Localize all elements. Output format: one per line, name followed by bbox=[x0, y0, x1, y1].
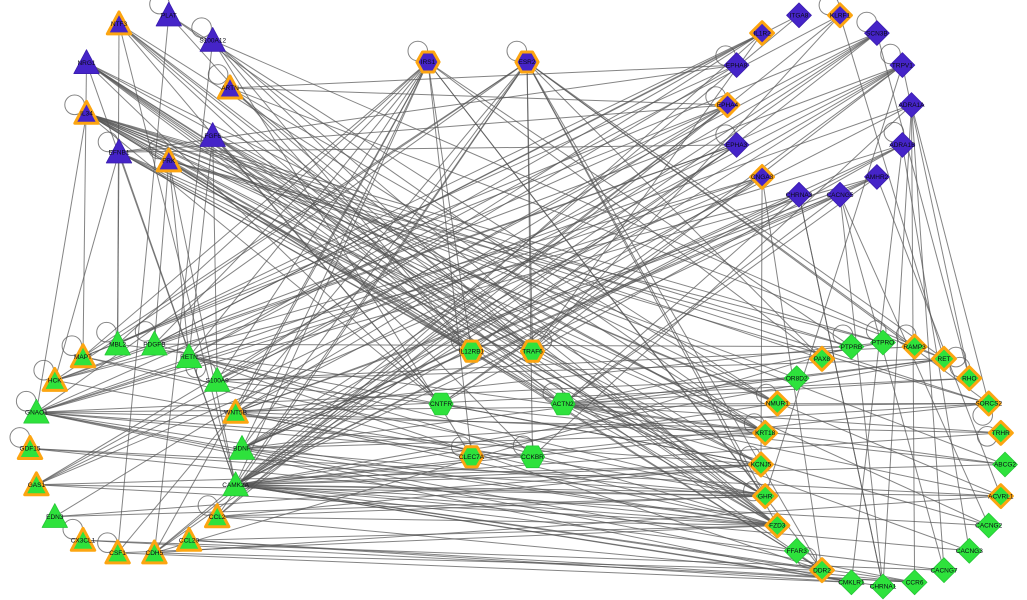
svg-text:RETN: RETN bbox=[180, 354, 198, 361]
svg-text:IRS1: IRS1 bbox=[421, 59, 436, 66]
svg-text:ACVRL1: ACVRL1 bbox=[988, 493, 1014, 500]
svg-text:SORCS2: SORCS2 bbox=[975, 401, 1002, 408]
svg-text:CHRNA3: CHRNA3 bbox=[786, 192, 813, 199]
svg-text:AMHR2: AMHR2 bbox=[866, 174, 889, 181]
svg-text:WNT5B: WNT5B bbox=[224, 409, 247, 416]
svg-text:SCN3B: SCN3B bbox=[866, 30, 888, 37]
svg-text:DDR2: DDR2 bbox=[813, 567, 831, 574]
svg-text:S100A9: S100A9 bbox=[206, 378, 230, 385]
svg-text:PTPRB: PTPRB bbox=[841, 344, 863, 351]
svg-text:KLRF1: KLRF1 bbox=[830, 13, 851, 20]
svg-text:IL34: IL34 bbox=[80, 111, 93, 118]
svg-text:HCK: HCK bbox=[48, 378, 62, 385]
svg-text:RHO: RHO bbox=[962, 375, 976, 382]
svg-text:S100A12: S100A12 bbox=[199, 38, 226, 45]
svg-text:CSF1: CSF1 bbox=[109, 550, 126, 557]
svg-text:CCL20: CCL20 bbox=[179, 538, 200, 545]
svg-text:GAS1: GAS1 bbox=[28, 482, 46, 489]
svg-text:MAPT: MAPT bbox=[74, 354, 92, 361]
svg-text:PLAT: PLAT bbox=[161, 12, 177, 19]
svg-text:CNTFR: CNTFR bbox=[430, 401, 452, 408]
svg-text:NMUR1: NMUR1 bbox=[766, 401, 789, 408]
svg-text:CCKBR: CCKBR bbox=[521, 454, 544, 461]
svg-text:IL12RB1: IL12RB1 bbox=[459, 348, 485, 355]
svg-text:GDF15: GDF15 bbox=[20, 446, 41, 453]
svg-text:TRPV1: TRPV1 bbox=[892, 62, 913, 69]
svg-text:PDGFB: PDGFB bbox=[143, 341, 165, 348]
svg-text:EPHA4: EPHA4 bbox=[717, 102, 739, 109]
svg-text:RET: RET bbox=[938, 356, 951, 363]
svg-text:OR8D2: OR8D2 bbox=[786, 375, 808, 382]
svg-text:TRHR: TRHR bbox=[992, 430, 1010, 437]
svg-text:CCL2: CCL2 bbox=[209, 514, 226, 521]
svg-text:CLEC7A: CLEC7A bbox=[459, 454, 485, 461]
svg-text:NTF3: NTF3 bbox=[111, 21, 128, 28]
svg-text:FFAR3: FFAR3 bbox=[787, 548, 808, 555]
svg-text:BDNF: BDNF bbox=[233, 446, 251, 453]
svg-text:ABCG2: ABCG2 bbox=[994, 462, 1016, 469]
svg-text:ADRA1B: ADRA1B bbox=[889, 142, 915, 149]
svg-text:CX3CL1: CX3CL1 bbox=[71, 538, 96, 545]
svg-text:PAX8: PAX8 bbox=[814, 356, 831, 363]
svg-text:CACNG5: CACNG5 bbox=[826, 192, 853, 199]
svg-text:EFNB1: EFNB1 bbox=[109, 149, 130, 156]
svg-text:CHRNA1: CHRNA1 bbox=[870, 584, 897, 591]
svg-text:CCR6: CCR6 bbox=[906, 580, 924, 587]
svg-text:CNGA3: CNGA3 bbox=[751, 174, 774, 181]
svg-text:ESR2: ESR2 bbox=[519, 59, 536, 66]
svg-text:CACNG3: CACNG3 bbox=[956, 548, 983, 555]
svg-text:GHR: GHR bbox=[758, 493, 773, 500]
svg-text:ARTN: ARTN bbox=[221, 85, 239, 92]
svg-text:PTPRO: PTPRO bbox=[872, 340, 894, 347]
svg-text:RAMP3: RAMP3 bbox=[903, 344, 926, 351]
svg-text:GNAO1: GNAO1 bbox=[25, 409, 48, 416]
svg-text:KRT18: KRT18 bbox=[755, 430, 775, 437]
svg-text:FGF6: FGF6 bbox=[204, 133, 221, 140]
svg-text:CDH5: CDH5 bbox=[146, 550, 164, 557]
svg-text:EDN3: EDN3 bbox=[46, 514, 64, 521]
svg-text:EPHA3: EPHA3 bbox=[726, 142, 748, 149]
svg-text:MBL2: MBL2 bbox=[109, 341, 126, 348]
svg-text:CACNG2: CACNG2 bbox=[975, 523, 1002, 530]
svg-text:IL1R2: IL1R2 bbox=[753, 30, 771, 37]
svg-text:ITGA8: ITGA8 bbox=[790, 13, 809, 20]
svg-text:TRAF6: TRAF6 bbox=[522, 348, 543, 355]
svg-text:FRK: FRK bbox=[162, 158, 176, 165]
svg-text:KCNJ5: KCNJ5 bbox=[751, 462, 772, 469]
svg-text:ACTN2: ACTN2 bbox=[552, 401, 574, 408]
svg-text:CACNG7: CACNG7 bbox=[930, 567, 957, 574]
svg-text:NRG1: NRG1 bbox=[77, 60, 95, 67]
svg-text:CAMK2A: CAMK2A bbox=[222, 482, 249, 489]
svg-text:CMKLR1: CMKLR1 bbox=[838, 580, 865, 587]
svg-text:FZD3: FZD3 bbox=[769, 523, 786, 530]
svg-text:ADRA1A: ADRA1A bbox=[898, 102, 925, 109]
svg-text:EPHA8: EPHA8 bbox=[726, 62, 748, 69]
